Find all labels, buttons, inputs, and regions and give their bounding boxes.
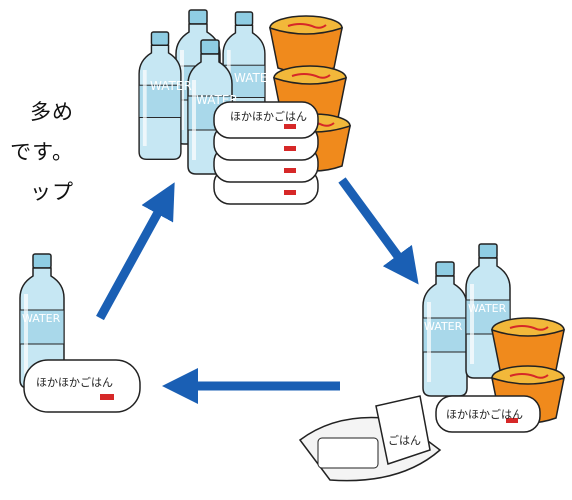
water-bottle xyxy=(137,30,183,162)
noodle-cup xyxy=(269,15,343,74)
water-label: WATER xyxy=(234,71,276,85)
top-stock-group: WATER WATER WATER ほかほかごはん xyxy=(137,8,351,205)
intro-text-line-1: 多め xyxy=(30,100,74,124)
rice-pack-label: ほかほかごはん xyxy=(230,109,307,123)
intro-text-line-3: ップ xyxy=(30,180,74,204)
intro-text: 多め です。 ップ xyxy=(2,92,74,212)
retort-pouch-label: ごはん xyxy=(388,433,421,447)
arrow-top-to-right xyxy=(338,177,419,285)
water-label: WATER xyxy=(468,302,507,315)
rice-pack-label: ほかほかごはん xyxy=(36,375,113,389)
water-label: WATER xyxy=(424,320,463,333)
retort-pouch: ごはん xyxy=(298,395,442,482)
intro-text-line-2: です。 xyxy=(10,140,74,164)
water-label: WATER xyxy=(22,312,61,325)
arrow-left-to-top xyxy=(96,182,175,321)
rice-pack-label: ほかほかごはん xyxy=(446,407,523,421)
rice-pack xyxy=(23,359,141,413)
right-stock-group: WATER WATER ほかほかごはん ごはん xyxy=(298,242,565,482)
water-label: WATER xyxy=(150,79,192,93)
left-stock-group: WATER ほかほかごはん xyxy=(18,252,141,413)
